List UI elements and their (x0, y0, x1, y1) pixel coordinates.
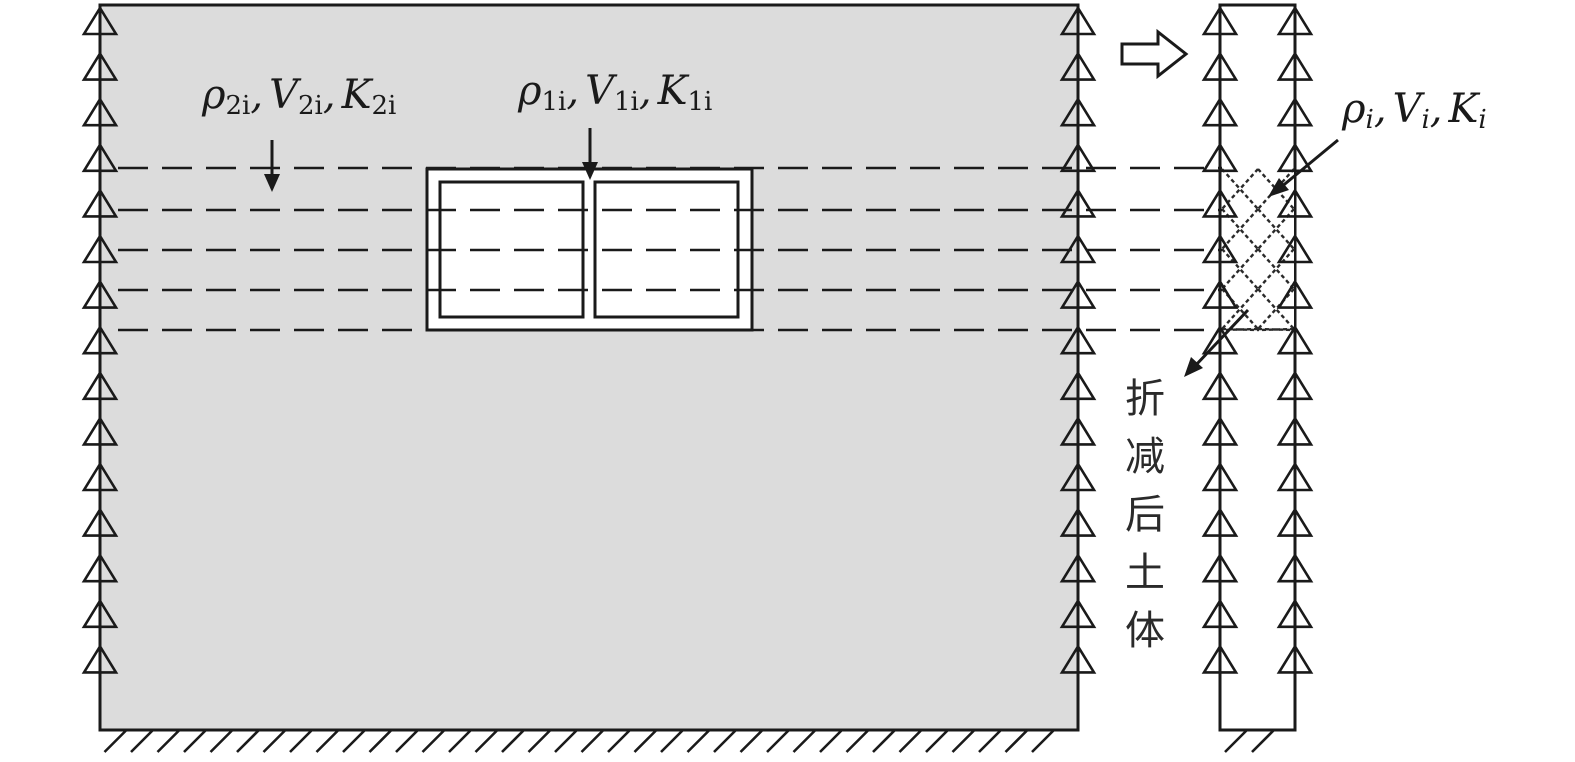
roller-support-triangle-icon (81, 5, 119, 36)
roller-support-triangle-icon (81, 507, 119, 537)
reduced-soil-char: 土 (1125, 550, 1165, 596)
roller-support-triangle-icon (1059, 142, 1097, 173)
roller-support-triangle-icon (1276, 370, 1314, 401)
roller-support-triangle-icon (1201, 96, 1239, 127)
roller-support-triangle-icon (1059, 507, 1097, 537)
roller-support-triangle-icon (1059, 598, 1097, 629)
roller-support-triangle-icon (1276, 5, 1314, 36)
roller-support-triangle-icon (1059, 461, 1097, 492)
roller-support-triangle-icon (1201, 5, 1239, 36)
roller-support-triangle-icon (1276, 415, 1314, 446)
roller-support-triangle-icon (81, 279, 119, 309)
roller-support-triangle-icon (81, 598, 119, 629)
pointer-arrow-surrounding-soil (264, 140, 280, 192)
roller-support-triangle-icon (1201, 187, 1239, 218)
roller-support-triangle-icon (81, 5, 119, 674)
roller-support-triangle-icon (1276, 507, 1314, 537)
reduced-soil-char: 减 (1125, 434, 1165, 480)
roller-support-triangle-icon (1276, 96, 1314, 127)
roller-support-triangle-icon (81, 96, 119, 127)
roller-support-triangle-icon (1201, 142, 1239, 173)
roller-support-triangle-icon (1201, 279, 1239, 309)
roller-support-triangle-icon (1276, 51, 1314, 81)
roller-support-triangle-icon (1276, 187, 1314, 218)
roller-support-triangle-icon (81, 233, 119, 264)
roller-support-triangle-icon (1276, 324, 1314, 355)
roller-support-triangle-icon (1059, 51, 1097, 81)
reduced-soil-vertical-label: 折 减 后 土 体 (1125, 376, 1165, 654)
reduced-soil-char: 折 (1125, 376, 1165, 422)
roller-support-triangle-icon (1201, 51, 1239, 81)
roller-support-triangle-icon (1201, 415, 1239, 446)
roller-support-triangle-icon (81, 142, 119, 173)
surrounding-soil-params-label: ρ2i,V2i,K2i (201, 72, 396, 121)
roller-support-triangle-icon (1059, 233, 1097, 264)
roller-support-triangle-icon (1201, 461, 1239, 492)
pointer-arrow-reduced-params (1268, 138, 1339, 197)
roller-support-triangle-icon (1059, 370, 1097, 401)
roller-support-triangle-icon (1276, 461, 1314, 492)
roller-support-triangle-icon (1201, 233, 1239, 264)
roller-support-triangle-icon (1201, 552, 1239, 583)
roller-support-triangle-icon (1059, 643, 1097, 674)
roller-support-triangle-icon (1276, 643, 1314, 674)
roller-support-triangle-icon (1201, 598, 1239, 629)
roller-support-triangle-icon (1276, 279, 1314, 309)
reduced-soil-zone (1221, 168, 1295, 332)
roller-support-triangle-icon (81, 324, 119, 355)
roller-support-triangle-icon (1201, 643, 1239, 674)
roller-support-triangle-icon (81, 187, 119, 218)
roller-support-triangle-icon (1059, 324, 1097, 355)
roller-support-triangle-icon (1059, 96, 1097, 127)
pointer-arrow-structure (582, 128, 598, 180)
roller-support-triangle-icon (1276, 552, 1314, 583)
fixed-ground-hatch-icon (1220, 728, 1295, 753)
pointer-arrow-reduced-soil (1184, 308, 1250, 377)
reduced-params-label: ρi,Vi,Ki (1341, 86, 1487, 135)
roller-support-triangle-icon (1276, 233, 1314, 264)
roller-support-triangle-icon (1059, 552, 1097, 583)
roller-support-triangle-icon (81, 370, 119, 401)
roller-support-triangle-icon (1059, 415, 1097, 446)
hollow-right-arrow-icon (1120, 28, 1189, 80)
roller-support-triangle-icon (1059, 187, 1097, 218)
roller-support-triangle-icon (1059, 5, 1097, 674)
roller-support-triangle-icon (1201, 370, 1239, 401)
roller-support-triangle-icon (1059, 5, 1097, 36)
structure-params-label: ρ1i,V1i,K1i (517, 68, 712, 117)
roller-support-triangle-icon (1276, 5, 1314, 674)
roller-support-triangle-icon (1201, 507, 1239, 537)
roller-support-triangle-icon (1276, 142, 1314, 173)
roller-support-triangle-icon (81, 415, 119, 446)
reduced-soil-char: 后 (1125, 492, 1165, 538)
fixed-ground-hatch-icon (100, 728, 1078, 753)
roller-support-triangle-icon (81, 51, 119, 81)
soil-domain (98, 3, 1080, 732)
layer-division-lines (118, 166, 1222, 332)
roller-support-triangle-icon (1276, 598, 1314, 629)
reduced-soil-char: 体 (1125, 608, 1165, 654)
roller-support-triangle-icon (81, 552, 119, 583)
roller-support-triangle-icon (81, 461, 119, 492)
roller-support-triangle-icon (81, 643, 119, 674)
roller-support-triangle-icon (1059, 279, 1097, 309)
roller-support-triangle-icon (1201, 5, 1239, 674)
roller-support-triangle-icon (1201, 324, 1239, 355)
